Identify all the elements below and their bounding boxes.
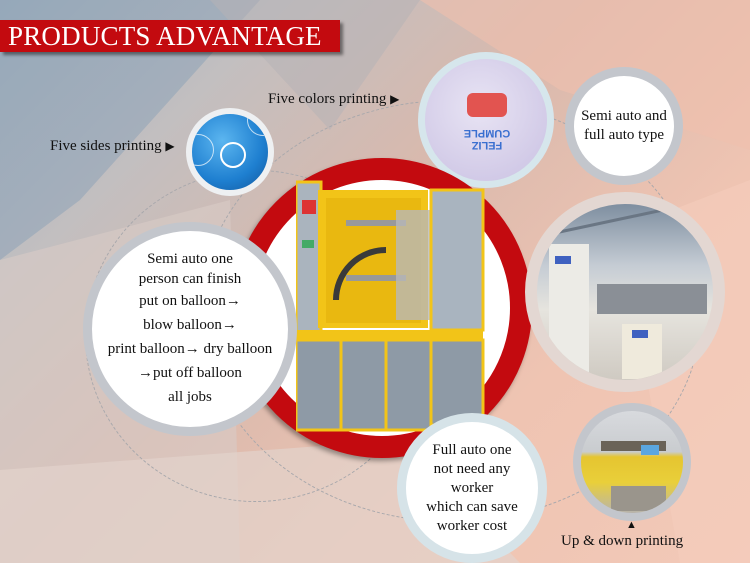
blue-ball-image bbox=[186, 108, 274, 196]
five-sides-label: Five sides printing ▶ bbox=[50, 138, 175, 154]
semi-full-auto-bubble: Semi auto and full auto type bbox=[565, 67, 683, 185]
factory-line-image bbox=[525, 192, 725, 392]
page-title: PRODUCTS ADVANTAGE bbox=[0, 20, 340, 52]
arrow-right-icon: ▶ bbox=[165, 139, 175, 153]
full-auto-bubble: Full auto one not need any worker which … bbox=[397, 413, 547, 563]
printing-machine-image bbox=[296, 180, 485, 432]
up-down-label: Up & down printing bbox=[561, 533, 684, 549]
arrow-up-icon: ▲ bbox=[626, 519, 637, 531]
printed-balloon-image: FELIZ CUMPLE bbox=[418, 52, 554, 188]
up-down-printing-image bbox=[573, 403, 691, 521]
cake-icon bbox=[467, 93, 507, 117]
arrow-right-icon: ▶ bbox=[390, 92, 400, 106]
five-colors-label: Five colors printing ▶ bbox=[268, 91, 400, 107]
ball-logo-icon bbox=[220, 142, 246, 168]
semi-auto-bubble: Semi auto one person can finish put on b… bbox=[83, 222, 297, 436]
